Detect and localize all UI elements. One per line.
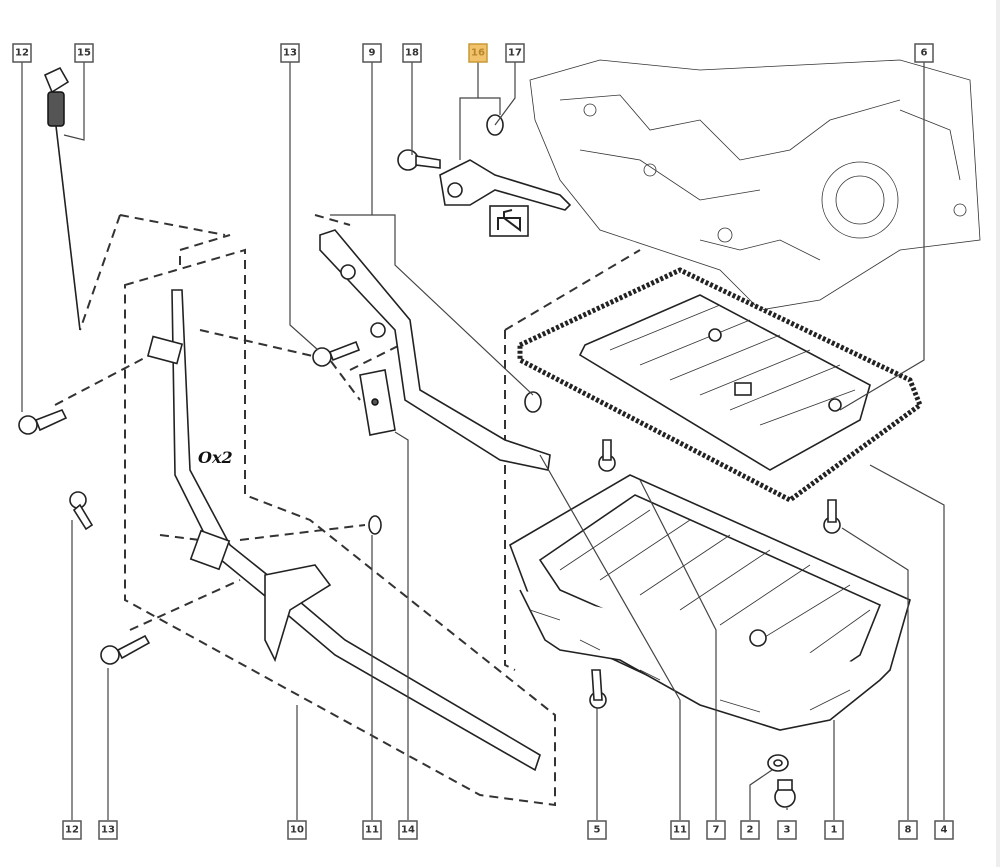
callout-15[interactable]: 15 xyxy=(74,43,94,63)
svg-text:18: 18 xyxy=(405,48,419,59)
svg-text:11: 11 xyxy=(365,825,379,836)
svg-text:3: 3 xyxy=(784,825,791,836)
svg-text:4: 4 xyxy=(941,825,948,836)
svg-text:14: 14 xyxy=(401,825,415,836)
washer-2 xyxy=(767,754,789,772)
svg-text:12: 12 xyxy=(15,48,29,59)
callout-12-top[interactable]: 12 xyxy=(12,43,32,63)
callout-3[interactable]: 3 xyxy=(777,820,797,840)
svg-text:13: 13 xyxy=(283,48,297,59)
callout-11-left[interactable]: 11 xyxy=(362,820,382,840)
oil-pump-tube xyxy=(319,229,551,471)
callout-14[interactable]: 14 xyxy=(398,820,418,840)
svg-text:2: 2 xyxy=(747,825,754,836)
svg-text:1: 1 xyxy=(831,825,838,836)
callout-7[interactable]: 7 xyxy=(706,820,726,840)
page-edge xyxy=(996,0,1000,867)
bolt-5 xyxy=(589,669,607,709)
svg-text:13: 13 xyxy=(101,825,115,836)
svg-text:15: 15 xyxy=(77,48,91,59)
quantity-note: Ox2 xyxy=(198,448,233,467)
svg-text:5: 5 xyxy=(594,825,601,836)
bolt-6 xyxy=(598,439,616,472)
bolt-8 xyxy=(823,499,841,534)
svg-text:10: 10 xyxy=(290,825,304,836)
callout-4[interactable]: 4 xyxy=(934,820,954,840)
bolt-13-lower xyxy=(100,634,151,665)
retaining-clip xyxy=(359,369,396,436)
bolt-13-upper xyxy=(312,340,361,367)
callout-12-bottom[interactable]: 12 xyxy=(62,820,82,840)
engine-block xyxy=(529,59,981,311)
callout-18[interactable]: 18 xyxy=(402,43,422,63)
sump-gasket xyxy=(517,267,924,503)
callout-2[interactable]: 2 xyxy=(740,820,760,840)
dipstick-guide-tube xyxy=(146,289,541,772)
assembly-outline xyxy=(54,214,641,807)
bolts xyxy=(18,149,841,808)
oil-pan xyxy=(509,474,911,731)
svg-text:8: 8 xyxy=(905,825,912,836)
callout-6[interactable]: 6 xyxy=(914,43,934,63)
bolt-12-left xyxy=(18,408,68,435)
svg-text:11: 11 xyxy=(673,825,687,836)
callout-1[interactable]: 1 xyxy=(824,820,844,840)
svg-text:6: 6 xyxy=(921,48,928,59)
svg-text:16: 16 xyxy=(471,48,485,59)
svg-text:7: 7 xyxy=(713,825,720,836)
callout-9[interactable]: 9 xyxy=(362,43,382,63)
callout-17[interactable]: 17 xyxy=(505,43,525,63)
bolt-12-lower xyxy=(69,491,94,531)
callout-11-right[interactable]: 11 xyxy=(670,820,690,840)
callout-16-highlighted[interactable]: 16 xyxy=(468,43,488,63)
callout-5[interactable]: 5 xyxy=(587,820,607,840)
svg-text:12: 12 xyxy=(65,825,79,836)
leader-lines xyxy=(21,62,945,820)
dipstick xyxy=(43,66,81,331)
svg-text:9: 9 xyxy=(369,48,376,59)
oil-sealant-icon xyxy=(489,205,529,237)
svg-text:17: 17 xyxy=(508,48,522,59)
drain-plug-3 xyxy=(774,779,796,808)
callout-8[interactable]: 8 xyxy=(898,820,918,840)
callout-13-top[interactable]: 13 xyxy=(280,43,300,63)
oil-level-sensor xyxy=(439,159,572,211)
bolt-18 xyxy=(397,149,441,171)
callout-10[interactable]: 10 xyxy=(287,820,307,840)
callout-13-bottom[interactable]: 13 xyxy=(98,820,118,840)
